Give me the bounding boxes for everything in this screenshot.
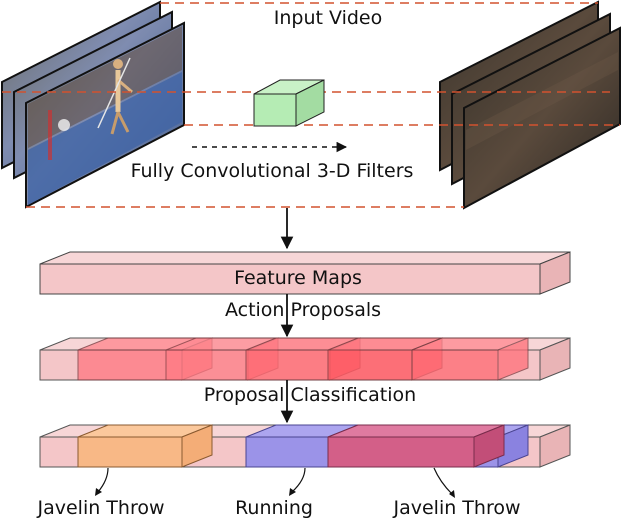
action-proposals-bar [39, 337, 571, 381]
class-segment-javelin-1 [77, 424, 213, 468]
track-surface [28, 72, 182, 205]
output-frame-front [463, 26, 621, 210]
crowd-band [28, 26, 182, 148]
connector-javelin-1 [97, 467, 109, 493]
action-proposals-label: Action Proposals [225, 299, 381, 321]
classification-bar [39, 424, 571, 468]
class-segment-javelin-2 [327, 424, 505, 468]
feature-maps-label: Feature Maps [234, 267, 362, 289]
class-segment-running [245, 424, 359, 468]
feature-maps-bar [39, 251, 571, 295]
input-video-frames [1, 0, 185, 209]
connector-running [291, 467, 306, 493]
output-feature-frames [439, 0, 621, 210]
filters-label: Fully Convolutional 3-D Filters [131, 160, 414, 182]
athlete-figure [97, 57, 133, 135]
class-label-javelin-throw-2: Javelin Throw [392, 497, 520, 519]
filter-cube-front [253, 93, 297, 127]
proposal-segment [411, 337, 529, 381]
class-label-javelin-throw-1: Javelin Throw [36, 497, 164, 519]
proposal-classification-label: Proposal Classification [204, 384, 416, 406]
input-video-label: Input Video [274, 7, 382, 29]
class-label-running: Running [235, 497, 313, 519]
connector-javelin-2 [433, 467, 453, 495]
label-connectors [95, 467, 455, 498]
proposal-segments [77, 337, 529, 381]
filter-cube [253, 79, 325, 127]
filter-cube-side [295, 79, 325, 127]
